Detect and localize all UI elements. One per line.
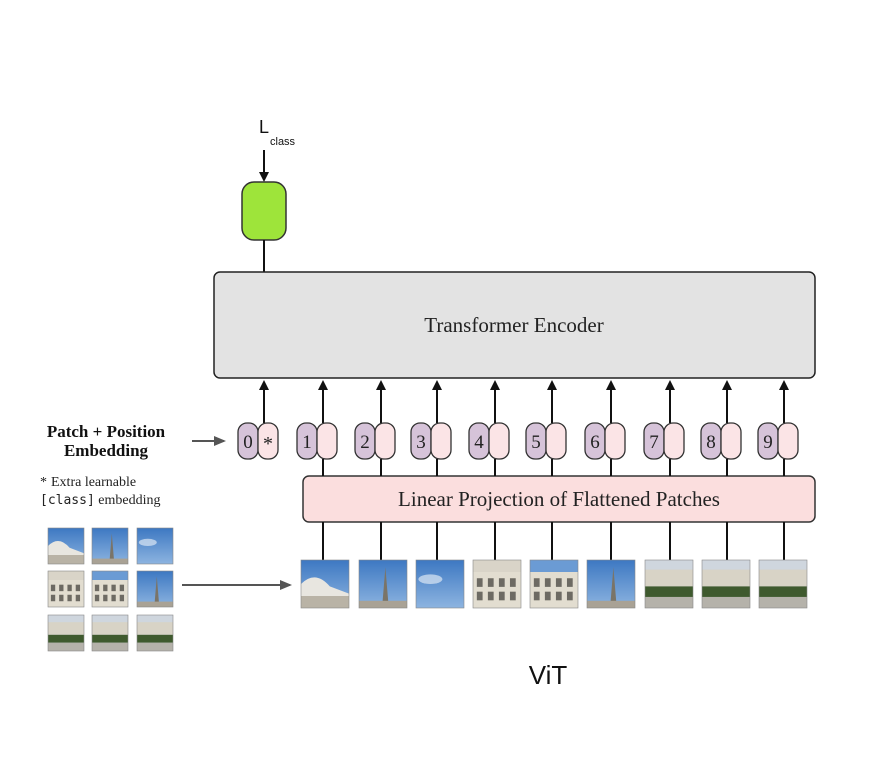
position-index: 4 [474,432,484,453]
sequence-patch-5 [529,559,579,609]
loss-subscript: class [270,136,296,148]
position-index: 7 [649,432,659,453]
position-index: 1 [302,432,312,453]
token-8: 8 [700,422,742,460]
linear-projection-label: Linear Projection of Flattened Patches [398,487,720,511]
sequence-patch-6 [586,559,636,609]
token-arrows [259,380,789,423]
token-2: 2 [354,422,396,460]
grid-patch-1 [47,527,85,565]
patch-embedding [430,422,452,460]
transformer-encoder [213,271,816,379]
note-line2: embedding [95,493,161,508]
grid-patch-6 [136,570,174,608]
position-index: 2 [360,432,370,453]
class-token-mark: * [263,433,273,455]
input-image-grid [47,527,174,652]
sequence-patch-1 [300,559,350,609]
note-code: [class] [40,493,95,508]
sequence-patch-8 [701,559,751,609]
caption: ViT [529,660,568,690]
linear-projection [302,475,816,523]
patch-embedding [604,422,626,460]
position-index: 8 [706,432,716,453]
token-4: 4 [468,422,510,460]
note-line1: Extra learnable [51,475,136,490]
sequence-patch-2 [358,559,408,609]
note-star: * [40,475,47,490]
transformer-encoder-label: Transformer Encoder [424,313,603,337]
position-index: 3 [416,432,426,453]
grid-patch-5 [91,570,129,608]
position-index: 0 [243,432,253,453]
patch-embedding [316,422,338,460]
svg-text:[class] embedding: [class] embedding [40,493,161,508]
patch-embedding [374,422,396,460]
sequence-patch-3 [415,559,465,609]
patch-embedding [777,422,799,460]
grid-patch-4 [47,570,85,608]
token-5: 5 [525,422,567,460]
grid-patch-2 [91,527,129,565]
class-token-note: * Extra learnable [class] embedding [40,475,161,508]
embedding-label: Patch + Position Embedding [47,422,166,460]
patch-connectors [322,459,785,560]
svg-text:*Extra learnable: * Extra learnable [40,475,136,490]
patch-embedding [720,422,742,460]
sequence-patch-4 [472,559,522,609]
grid-patch-8 [91,614,129,652]
patch-embedding [257,422,279,460]
patch-sequence [300,559,808,609]
loss-label: L class [259,117,296,148]
mlp-head [241,181,287,241]
token-3: 3 [410,422,452,460]
embedding-label-line1: Patch + Position [47,422,166,441]
embedding-label-line2: Embedding [64,441,149,460]
patch-embedding [545,422,567,460]
patch-embedding [663,422,685,460]
grid-patch-7 [47,614,85,652]
token-1: 1 [296,422,338,460]
position-index: 6 [590,432,600,453]
position-index: 5 [531,432,541,453]
token-7: 7 [643,422,685,460]
token-6: 6 [584,422,626,460]
grid-patch-9 [136,614,174,652]
position-index: 9 [763,432,773,453]
sequence-patch-7 [644,559,694,609]
loss-symbol: L [259,117,269,137]
token-0: 0* [237,422,279,460]
sequence-patch-9 [758,559,808,609]
token-9: 9 [757,422,799,460]
grid-patch-3 [136,527,174,565]
patch-embedding [488,422,510,460]
